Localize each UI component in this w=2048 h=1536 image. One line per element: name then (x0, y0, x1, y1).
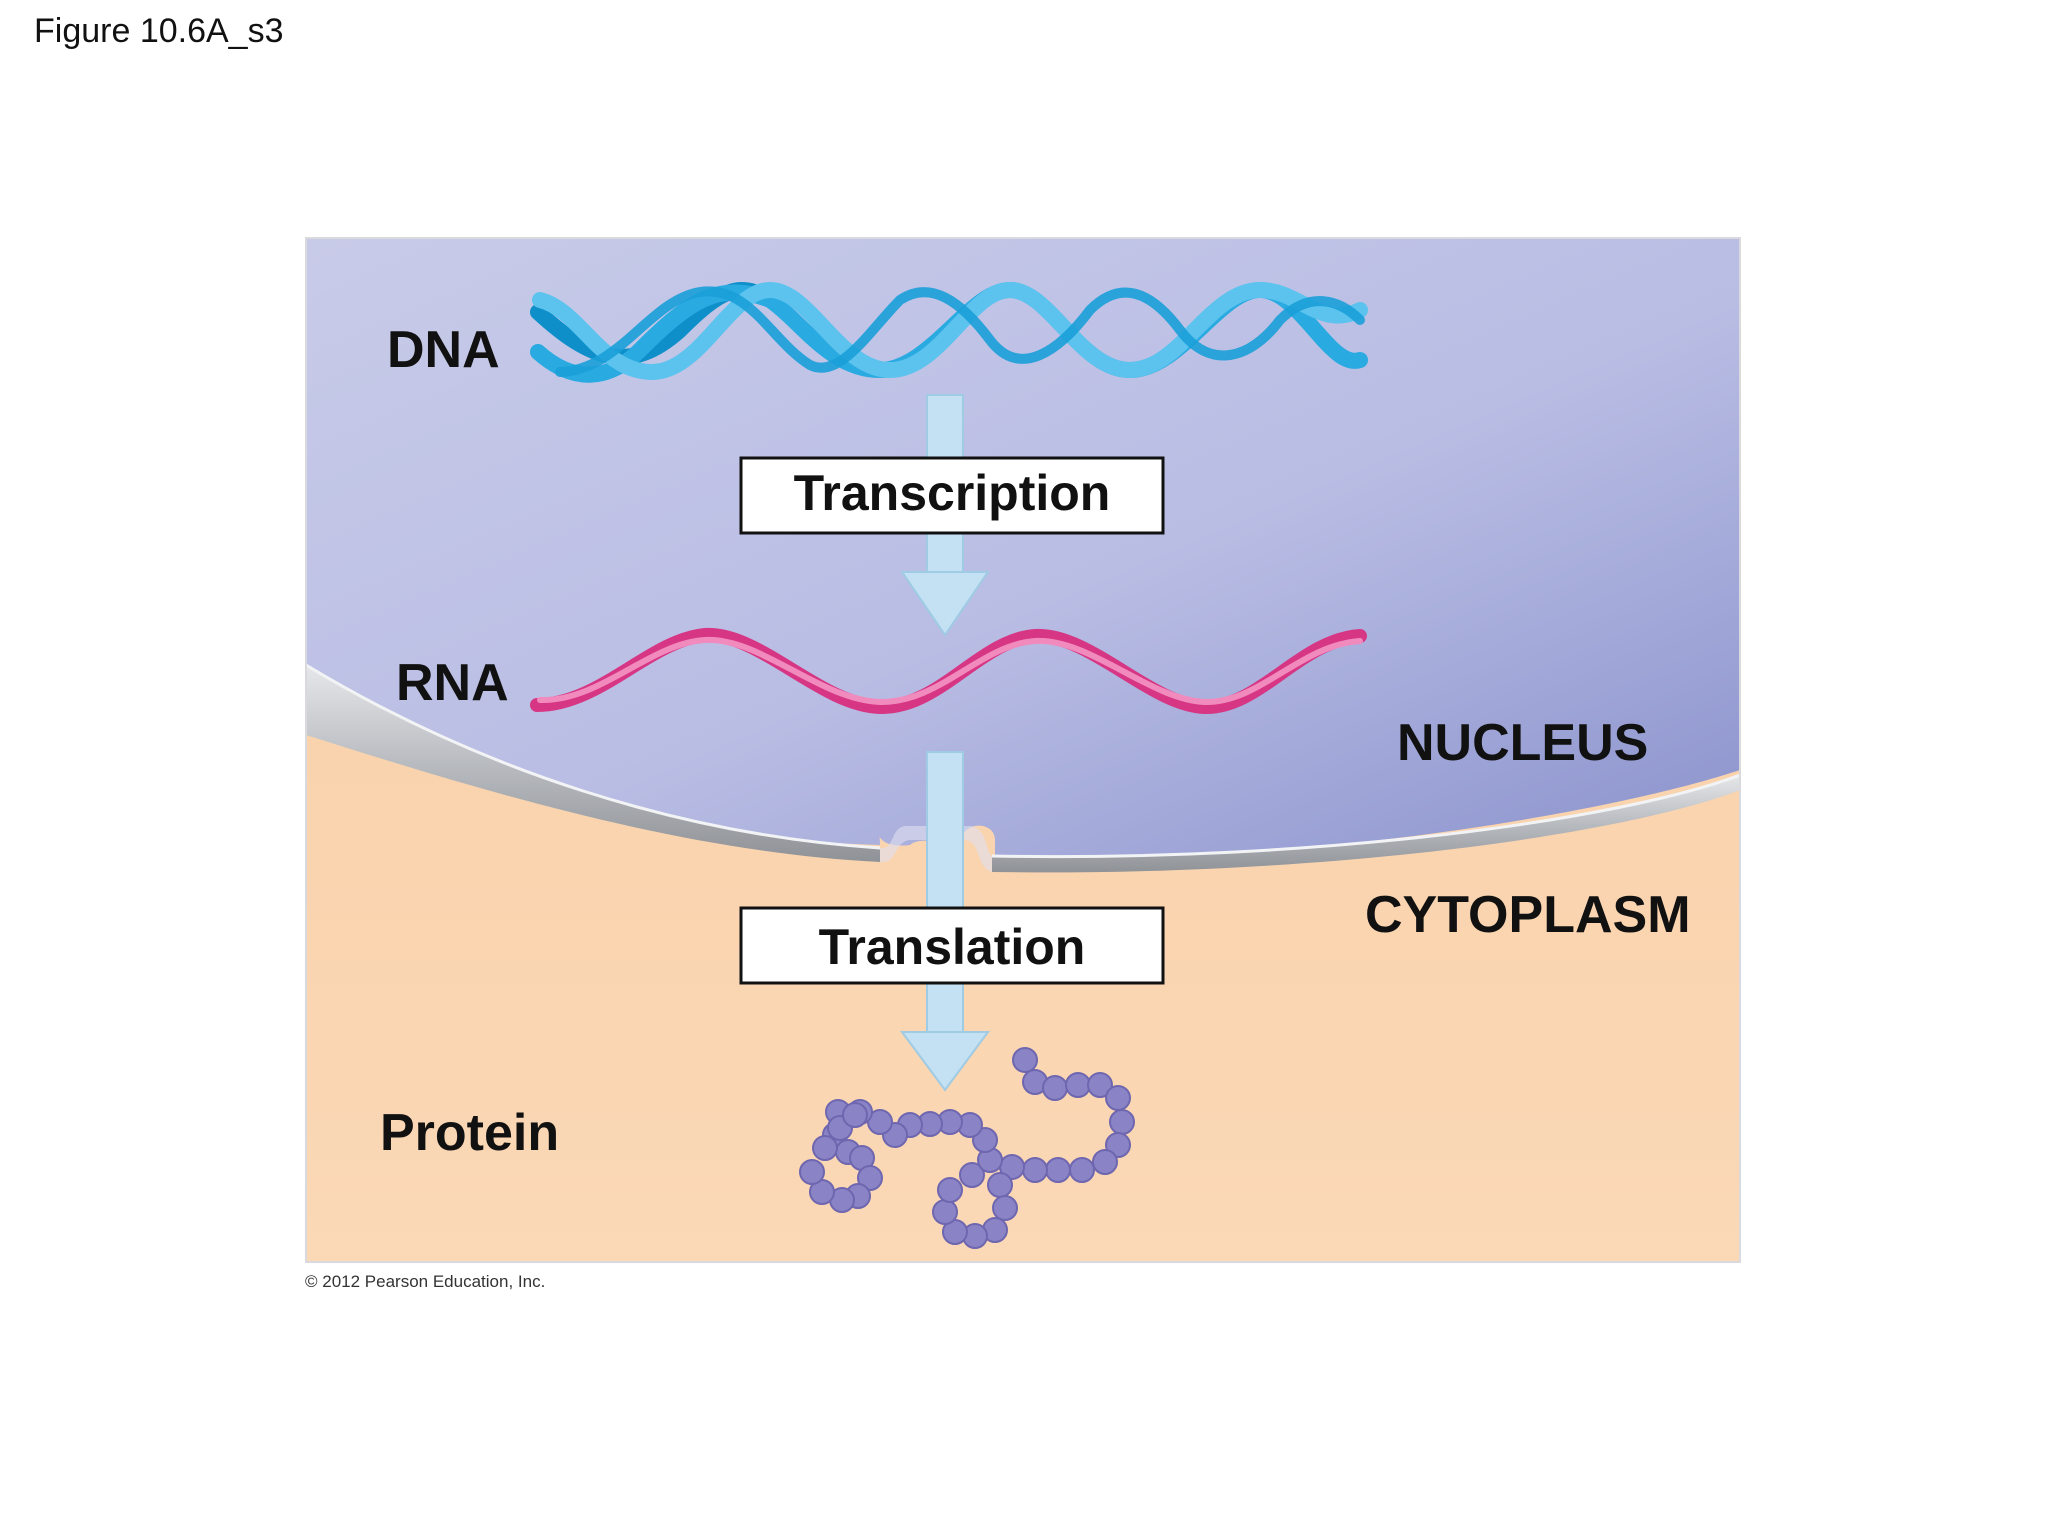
transcription-box: Transcription (739, 456, 1165, 535)
amino-acid-bead (857, 1165, 883, 1191)
translation-box: Translation (739, 906, 1165, 985)
nucleus-region (306, 238, 1740, 861)
amino-acid-bead (1042, 1075, 1068, 1101)
protein-label: Protein (380, 1104, 559, 1162)
amino-acid-bead (1105, 1085, 1131, 1111)
translation-label: Translation (819, 919, 1086, 975)
translation-arrow (900, 751, 990, 1092)
rna-label: RNA (396, 654, 509, 712)
dna-double-helix (530, 281, 1368, 383)
cytoplasm-label: CYTOPLASM (1365, 886, 1691, 944)
amino-acid-bead (1065, 1072, 1091, 1098)
amino-acid-bead (1092, 1149, 1118, 1175)
amino-acid-bead (812, 1135, 838, 1161)
nuclear-envelope-left (306, 665, 880, 862)
amino-acid-bead (1105, 1132, 1131, 1158)
dna-label: DNA (387, 321, 500, 379)
amino-acid-bead (932, 1199, 958, 1225)
amino-acid-bead (937, 1177, 963, 1203)
amino-acid-bead (992, 1195, 1018, 1221)
protein-chain (799, 1047, 1135, 1249)
amino-acid-bead (1045, 1157, 1071, 1183)
transcription-label: Transcription (794, 465, 1111, 521)
amino-acid-bead (987, 1172, 1013, 1198)
amino-acid-bead (959, 1162, 985, 1188)
nucleus-label: NUCLEUS (1397, 714, 1648, 772)
amino-acid-bead (799, 1159, 825, 1185)
amino-acid-bead (1022, 1157, 1048, 1183)
figure-title: Figure 10.6A_s3 (34, 12, 284, 50)
amino-acid-bead (1012, 1047, 1038, 1073)
amino-acid-bead (1087, 1072, 1113, 1098)
nuclear-envelope-right (992, 775, 1740, 873)
amino-acid-bead (1109, 1109, 1135, 1135)
amino-acid-bead (842, 1102, 868, 1128)
rna-strand (530, 627, 1367, 715)
copyright-notice: © 2012 Pearson Education, Inc. (305, 1272, 546, 1291)
amino-acid-bead (1069, 1157, 1095, 1183)
